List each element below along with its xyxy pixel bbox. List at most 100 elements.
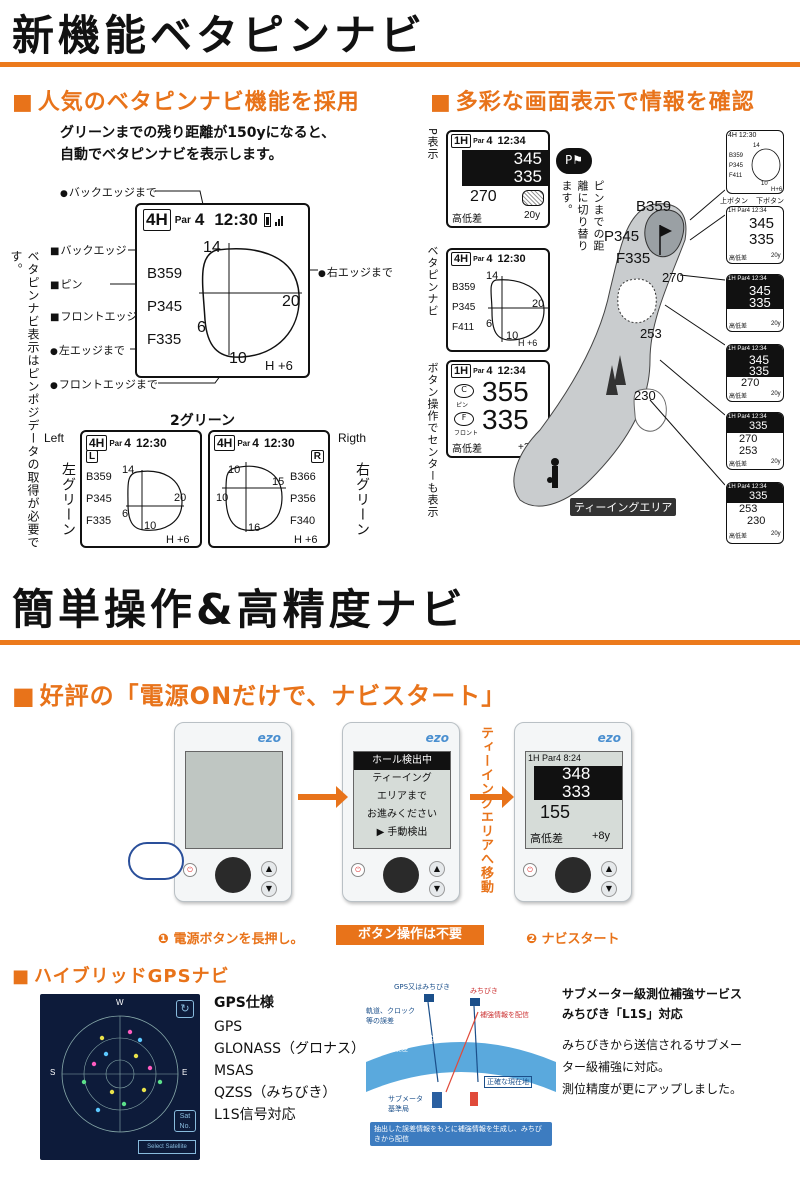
up-button-label: 上ボタン <box>720 197 748 205</box>
spec-glonass: GLONASS（グロナス） <box>214 1041 365 1057</box>
front-distance: F335 <box>147 331 182 348</box>
diag-michibiki: みちびき <box>470 987 498 995</box>
clock: 12:34 <box>497 365 526 377</box>
edge-bottom: 10 <box>229 350 247 367</box>
edge-left: 6 <box>486 318 493 330</box>
diag-position: 正確な現在地 <box>484 1076 532 1088</box>
callout-back-edge-to: バックエッジまで <box>60 184 157 200</box>
pin-distance: P345 <box>86 493 112 505</box>
edge-left: 6 <box>122 508 129 520</box>
section2-rule <box>0 640 800 645</box>
front-distance: F335 <box>86 515 112 527</box>
mini-d: 高低差 <box>729 533 748 540</box>
front-distance: F411 <box>452 322 475 333</box>
left-green-screen: 4H Par 4 12:30 L B359 P345 F335 14 20 6 … <box>80 430 202 548</box>
mini-c: 230 <box>747 515 766 527</box>
mini-d: 20y <box>771 253 781 259</box>
par-label: Par <box>109 438 123 448</box>
navi-v2: 333 <box>562 782 591 801</box>
par-label: Par <box>473 255 485 263</box>
green-outline <box>199 243 302 358</box>
course-f: F335 <box>616 250 651 267</box>
callout-front-edge: フロントエッジ <box>50 308 137 324</box>
spec-msas: MSAS <box>214 1063 254 1079</box>
main-dial[interactable] <box>555 857 591 893</box>
battery-icon <box>263 213 271 227</box>
pin-sub-label: ピン <box>456 402 469 409</box>
device-screen-blank <box>185 751 283 849</box>
front-distance: 335 <box>482 404 529 435</box>
brand-logo: ezo <box>597 731 621 745</box>
mini-screen-5: 1H Par4 12:34 335 253 230 高低差 20y <box>726 482 784 544</box>
mini-f: H+6 <box>771 187 783 193</box>
power-button[interactable]: ⏻ <box>523 863 537 877</box>
spec-gps: GPS <box>214 1019 243 1035</box>
move-to-tee-text: ティーイングエリアへ移動 <box>478 726 493 894</box>
mini-b: 335 <box>749 295 771 310</box>
down-button[interactable]: ▼ <box>429 881 445 897</box>
clock: 12:34 <box>497 135 526 147</box>
callout-right-edge-to: 右エッジまで <box>318 264 393 280</box>
l1s-diagram-art <box>366 994 556 1108</box>
mini-header: 1H Par4 12:34 <box>727 413 783 421</box>
refresh-icon[interactable]: ↻ <box>176 1000 194 1018</box>
front-sub-label: フロント <box>454 430 479 437</box>
mini-e: 20y <box>771 459 781 465</box>
hole-chip: 1H <box>451 134 472 148</box>
mini-a: 345 <box>749 283 771 298</box>
elevation-label: 高低差 <box>452 214 482 225</box>
green-outline <box>488 276 548 342</box>
right-green-screen: 4H Par 4 12:30 R B366 P356 F340 10 15 10… <box>208 430 330 548</box>
device-screen-navi: 1H Par4 8:24 348 333 155 高低差 +8y <box>525 751 623 849</box>
power-button[interactable]: ⏻ <box>183 863 197 877</box>
par-label: Par <box>473 367 485 375</box>
device-1: ezo ⏻ ▲ ▼ <box>174 722 292 902</box>
pin-distance: P356 <box>290 493 316 505</box>
select-satellite-button[interactable]: Select Satellite <box>138 1140 196 1154</box>
l1s-desc-line1: みちびきから送信されるサブメー <box>562 1038 743 1052</box>
bunker-icon <box>522 190 544 206</box>
main-dial[interactable] <box>383 857 419 893</box>
edge-right: 20 <box>174 492 187 504</box>
edge-bottom: 16 <box>248 522 261 534</box>
main-dial[interactable] <box>215 857 251 893</box>
course-b: B359 <box>636 198 672 215</box>
mini-screen-2: 1H Par4 12:34 345 335 高低差 20y <box>726 274 784 332</box>
section1-rule <box>0 62 800 67</box>
satellite-sky-view: W S E ↻ Sat No. Select Satellite <box>40 994 200 1160</box>
green-outline <box>126 470 184 531</box>
l1s-desc-line2: ター級補強に対応。 <box>562 1060 671 1074</box>
p-display-screen: 1H Par 4 12:34 345 335 270 高低差 20y <box>446 130 550 228</box>
pin-switch-note: ピンまでの距離に切り替ります。 <box>560 180 605 252</box>
pin-value: 345 <box>513 149 542 168</box>
sky-plot <box>61 1015 179 1133</box>
right-heading: 多彩な画面表示で情報を確認 <box>430 84 755 116</box>
left-green-vertical: 左グリーン <box>60 462 76 537</box>
mini-a: 14 <box>753 143 760 149</box>
par-num: 4 <box>124 436 131 450</box>
height-diff: H +6 <box>265 358 293 373</box>
edge-top: 10 <box>228 464 241 476</box>
down-button[interactable]: ▼ <box>261 881 277 897</box>
left-desc-line1: グリーンまでの残り距離が150yになると、 <box>60 125 336 141</box>
up-button[interactable]: ▲ <box>601 861 617 877</box>
manual-detect[interactable]: ▶ 手動検出 <box>376 827 428 838</box>
power-button[interactable]: ⏻ <box>351 863 365 877</box>
up-button[interactable]: ▲ <box>429 861 445 877</box>
mini-c: 253 <box>739 445 758 457</box>
mini-b: B359 <box>729 153 744 159</box>
detect-line2: ティーイング <box>372 773 432 784</box>
hole-chip: 4H <box>143 209 171 231</box>
hole-chip: 1H <box>451 364 472 378</box>
mini-hole: 4H <box>728 132 737 139</box>
up-button[interactable]: ▲ <box>261 861 277 877</box>
back-distance: B359 <box>147 265 183 282</box>
arrow-right-icon-2-head <box>502 786 514 808</box>
l1s-heading-line1: サブメーター級測位補強サービス <box>562 987 743 1001</box>
center-distance: 355 <box>482 376 529 407</box>
sat-no-button[interactable]: Sat No. <box>174 1110 196 1132</box>
hand-pointer-icon <box>128 842 184 880</box>
down-button[interactable]: ▼ <box>601 881 617 897</box>
arrow-right-icon-head <box>336 786 348 808</box>
course-map <box>513 189 725 507</box>
